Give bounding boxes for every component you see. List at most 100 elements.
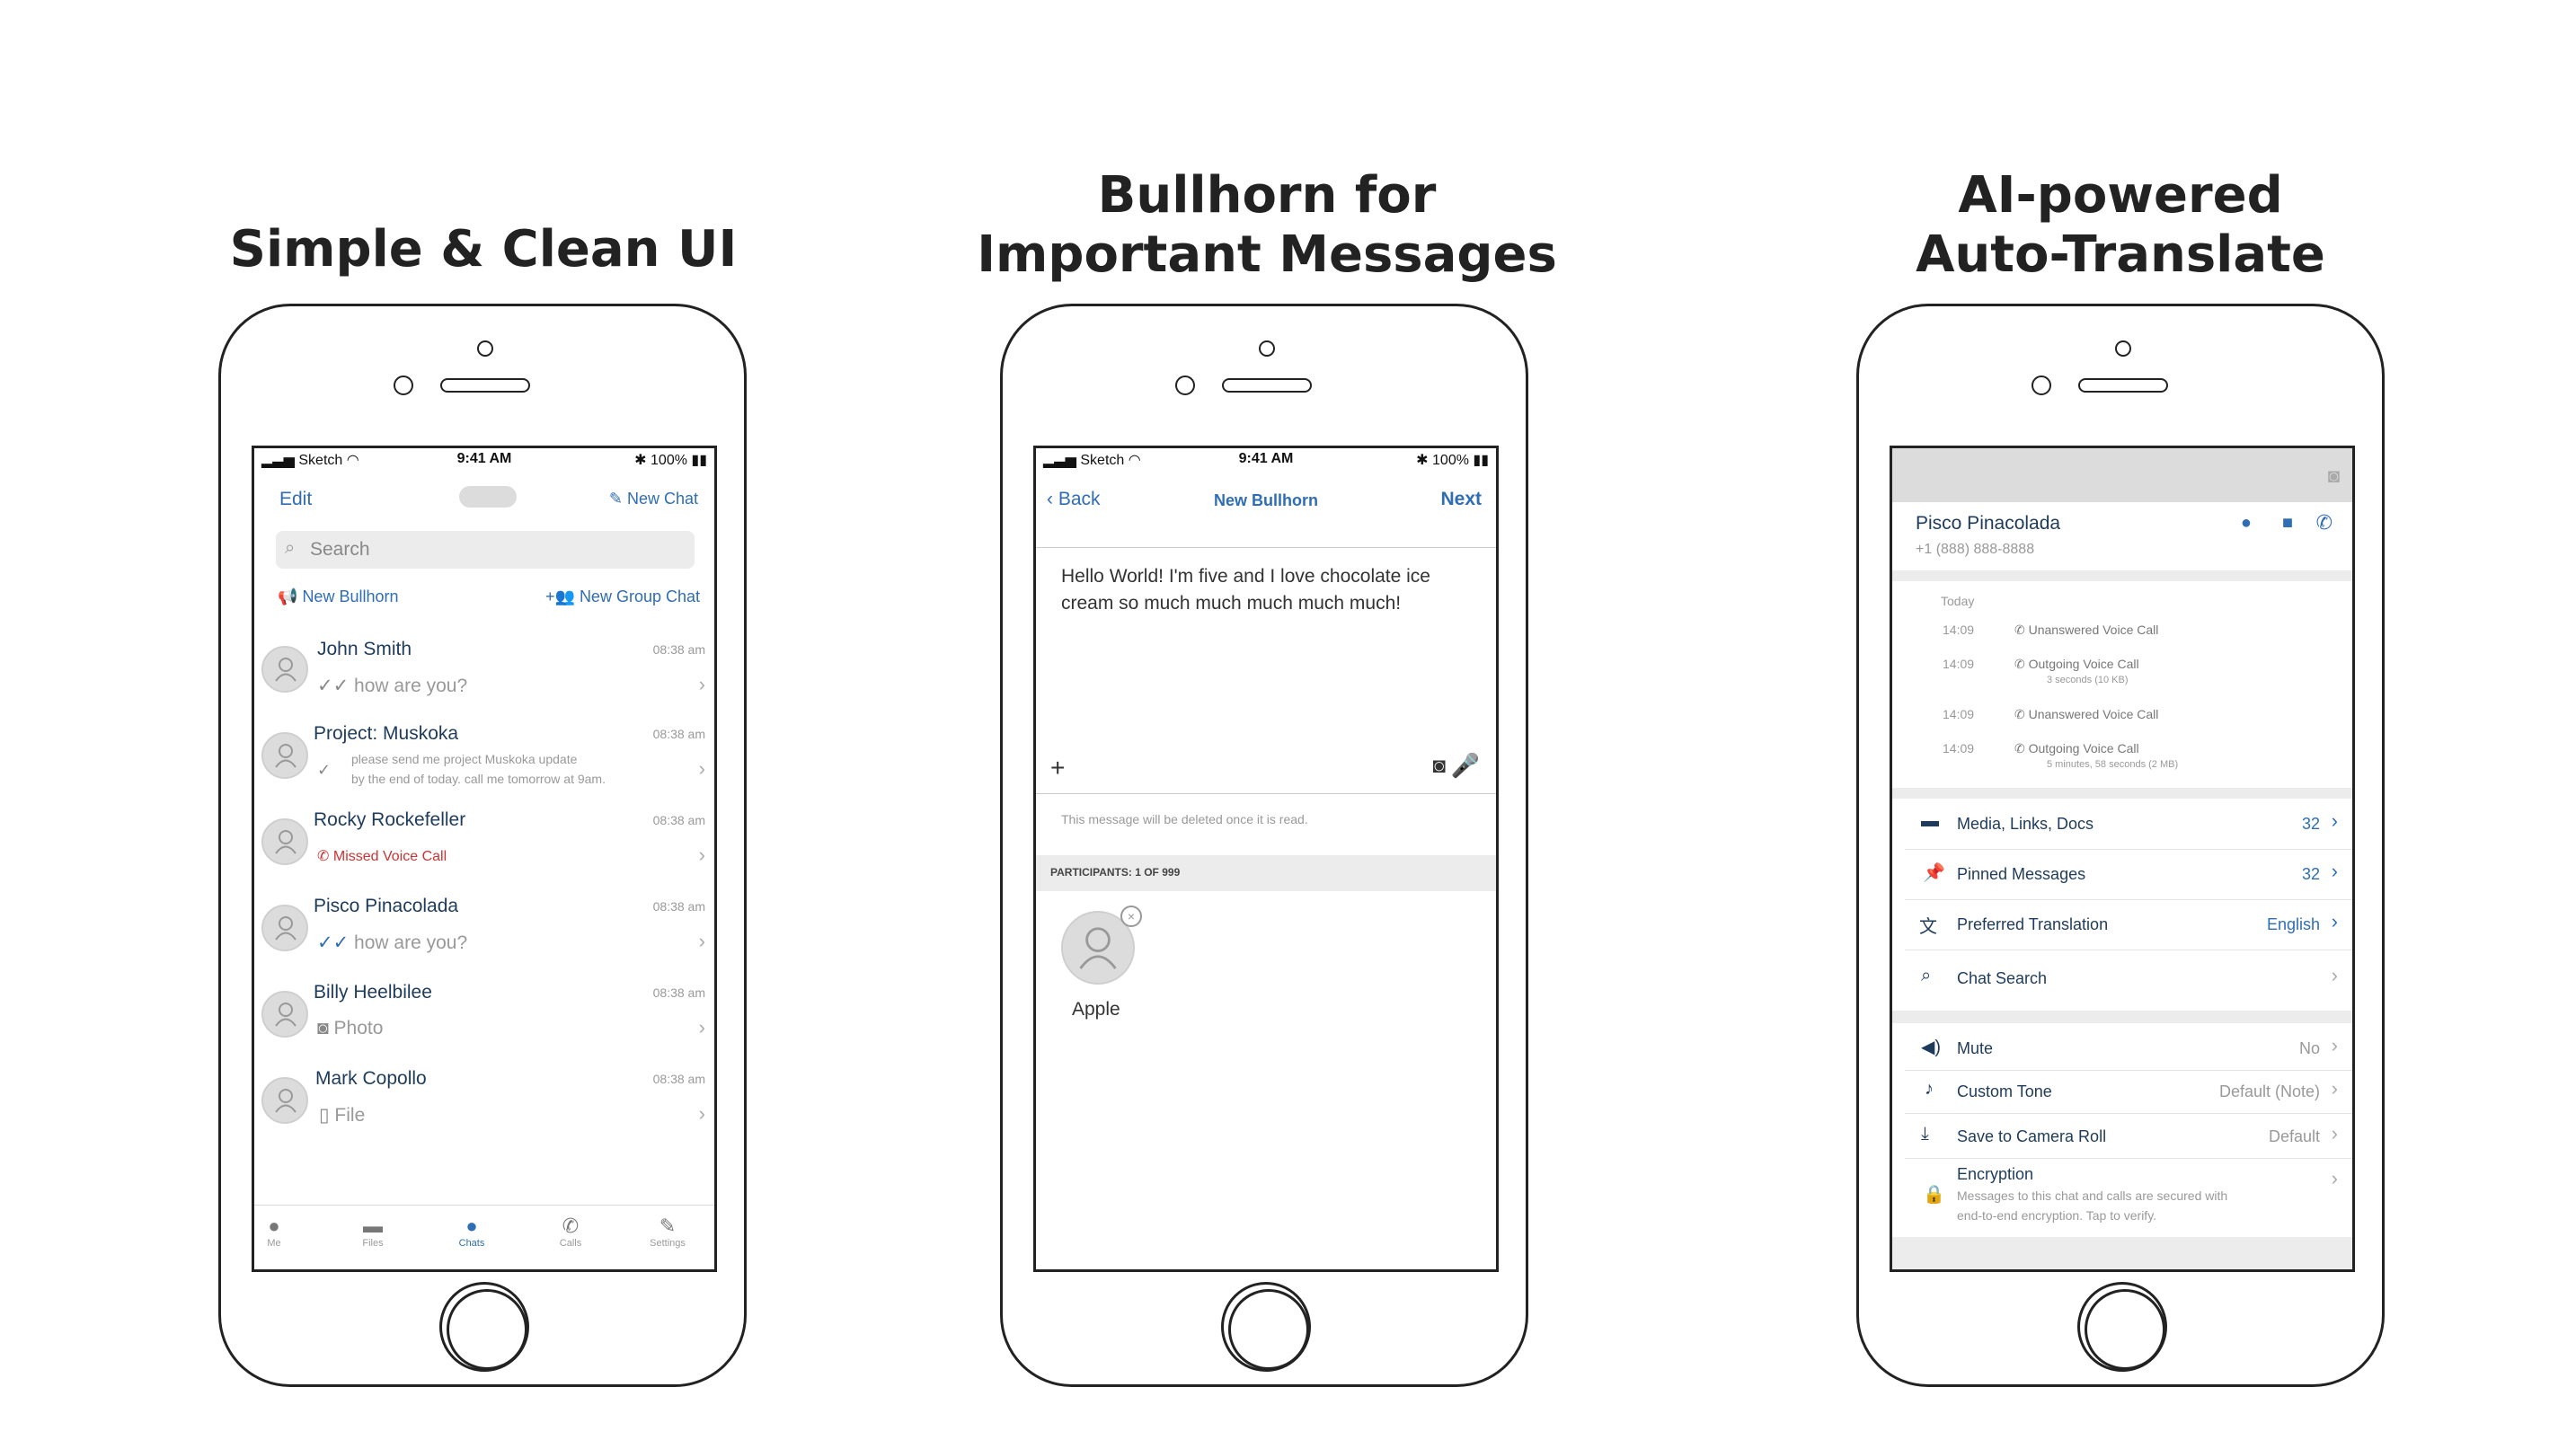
participant-apple[interactable]: × Apple: [1061, 906, 1142, 1037]
chat-preview: ✓✓ how are you?: [317, 932, 468, 953]
chat-row-mark-copollo[interactable]: Mark Copollo 08:38 am ▯ File ›: [254, 1059, 714, 1145]
chevron-right-icon: ›: [2331, 1122, 2338, 1144]
new-group-chat-button[interactable]: +👥 New Group Chat: [544, 588, 700, 605]
back-button[interactable]: ‹ Back: [1047, 489, 1101, 509]
screen-title: New Bullhorn: [1214, 491, 1318, 509]
header-divider: [1036, 547, 1496, 548]
row-value: No: [2298, 1039, 2320, 1057]
video-icon[interactable]: ■: [2281, 513, 2293, 533]
edit-button[interactable]: Edit: [279, 489, 313, 509]
phone-icon: ✆: [2014, 657, 2025, 671]
call-label: ✆ Unanswered Voice Call: [2014, 623, 2159, 637]
tab-calls[interactable]: ✆Calls: [535, 1215, 606, 1249]
home-button[interactable]: [2077, 1282, 2167, 1372]
call-history: Today 14:09 ✆ Unanswered Voice Call 14:0…: [1892, 581, 2352, 788]
camera-icon[interactable]: ◙: [1432, 754, 1447, 778]
divider: [1905, 1070, 2352, 1071]
pin-icon: 📌: [1923, 863, 1945, 883]
chevron-right-icon: ›: [698, 844, 705, 866]
next-button[interactable]: Next: [1440, 489, 1482, 509]
heading-bullhorn: Bullhorn for Important Messages: [970, 166, 1563, 285]
add-group-icon: +👥: [544, 588, 575, 605]
status-bar: ▂▃▅ Sketch ◠ 9:41 AM ✱ 100% ▮▮: [254, 448, 714, 468]
chat-bubble-icon: ●: [465, 1215, 478, 1237]
row-media-links-docs[interactable]: ▬ Media, Links, Docs 32 ›: [1892, 799, 2352, 849]
front-camera-icon: [477, 340, 493, 357]
avatar: [261, 905, 308, 951]
search-input[interactable]: Search: [310, 539, 370, 560]
divider: [1905, 849, 2352, 850]
chevron-right-icon: ›: [2331, 1167, 2338, 1189]
avatar: [261, 818, 308, 865]
wrench-icon: ✎: [659, 1215, 677, 1237]
new-chat-button[interactable]: ✎ New Chat: [608, 490, 698, 508]
compose-icon: ✎: [608, 490, 623, 508]
plus-icon[interactable]: +: [1050, 754, 1066, 782]
tab-me[interactable]: ●Me: [254, 1215, 310, 1249]
chat-row-pisco-pinacolada[interactable]: Pisco Pinacolada 08:38 am ✓✓ how are you…: [254, 887, 714, 973]
divider: [1905, 1113, 2352, 1114]
file-icon: ▯: [319, 1105, 330, 1126]
new-bullhorn-button[interactable]: 📢 New Bullhorn: [278, 588, 399, 605]
settings-group-2: ◀) Mute No › ♪ Custom Tone Default (Note…: [1892, 1023, 2352, 1237]
tab-files[interactable]: ▬Files: [337, 1215, 409, 1249]
chat-row-project-muskoka[interactable]: Project: Muskoka 08:38 am ✓ please send …: [254, 714, 714, 800]
chats-screen: ▂▃▅ Sketch ◠ 9:41 AM ✱ 100% ▮▮ Edit ✎ Ne…: [252, 446, 717, 1272]
heading-auto-translate-line2: Auto-Translate: [1916, 225, 2325, 284]
composer-divider: [1036, 793, 1496, 794]
chat-name: Billy Heelbilee: [314, 982, 432, 1003]
sensor-icon: [394, 376, 413, 395]
search-icon: ⌕: [285, 538, 296, 558]
mode-toggle[interactable]: [459, 486, 517, 508]
row-chat-search[interactable]: ⌕ Chat Search ›: [1892, 950, 2352, 1005]
phone-icon[interactable]: ✆: [2315, 511, 2333, 534]
chat-name: Mark Copollo: [315, 1068, 427, 1089]
tab-settings[interactable]: ✎Settings: [632, 1215, 704, 1249]
call-time: 14:09: [1943, 657, 1975, 671]
row-save-to-camera-roll[interactable]: ⤓ Save to Camera Roll Default ›: [1892, 1113, 2352, 1158]
remove-participant-icon[interactable]: ×: [1120, 906, 1142, 927]
row-preferred-translation[interactable]: 文 Preferred Translation English ›: [1892, 899, 2352, 950]
row-pinned-messages[interactable]: 📌 Pinned Messages 32 ›: [1892, 849, 2352, 899]
chat-time: 08:38 am: [652, 642, 705, 657]
row-value: English: [2266, 915, 2320, 933]
music-note-icon: ♪: [1925, 1079, 1934, 1099]
search-box[interactable]: ⌕ Search: [276, 531, 695, 569]
chat-name: Pisco Pinacolada: [314, 896, 459, 916]
chat-name: John Smith: [317, 639, 412, 659]
divider: [1905, 1158, 2352, 1159]
call-label: ✆ Unanswered Voice Call: [2014, 707, 2159, 721]
wifi-icon: ◠: [346, 453, 359, 468]
phone-contact-info: ◙ Pisco Pinacolada +1 (888) 888-8888 ● ■…: [1856, 304, 2385, 1387]
chevron-right-icon: ›: [698, 1102, 705, 1125]
row-mute[interactable]: ◀) Mute No ›: [1892, 1023, 2352, 1070]
today-label: Today: [1941, 594, 1975, 608]
call-detail: 5 minutes, 58 seconds (2 MB): [2047, 759, 2179, 770]
contact-header: Pisco Pinacolada +1 (888) 888-8888 ● ■ ✆: [1892, 502, 2352, 570]
chat-row-billy-heelbilee[interactable]: Billy Heelbilee 08:38 am ◙ Photo ›: [254, 973, 714, 1059]
call-label: ✆ Outgoing Voice Call: [2014, 741, 2139, 755]
row-encryption[interactable]: 🔒 Encryption Messages to this chat and c…: [1892, 1158, 2352, 1235]
microphone-icon[interactable]: 🎤: [1450, 752, 1480, 779]
status-battery: ✱ 100% ▮▮: [634, 453, 707, 468]
message-icon[interactable]: ●: [2240, 513, 2252, 533]
chat-time: 08:38 am: [652, 1072, 705, 1086]
heading-bullhorn-line2: Important Messages: [977, 225, 1557, 284]
status-time: 9:41 AM: [456, 451, 512, 466]
camera-icon: ◙: [317, 1018, 329, 1038]
chat-preview-line2: by the end of today. call me tomorrow at…: [351, 772, 606, 786]
home-button[interactable]: [1221, 1282, 1311, 1372]
search-icon: ⌕: [1921, 966, 1932, 985]
phone-chats: ▂▃▅ Sketch ◠ 9:41 AM ✱ 100% ▮▮ Edit ✎ Ne…: [218, 304, 747, 1387]
person-icon: ●: [268, 1215, 280, 1237]
camera-icon[interactable]: ◙: [2327, 464, 2340, 487]
speaker-grille: [1222, 378, 1312, 393]
message-input[interactable]: Hello World! I'm five and I love chocola…: [1061, 566, 1430, 614]
tab-chats[interactable]: ●Chats: [436, 1215, 508, 1249]
row-custom-tone[interactable]: ♪ Custom Tone Default (Note) ›: [1892, 1070, 2352, 1113]
chat-row-john-smith[interactable]: John Smith 08:38 am ✓✓ how are you? ›: [254, 628, 714, 714]
home-button[interactable]: [439, 1282, 529, 1372]
chat-name: Project: Muskoka: [314, 723, 459, 744]
chat-row-rocky-rockefeller[interactable]: Rocky Rockefeller 08:38 am ✆ Missed Voic…: [254, 800, 714, 887]
participant-name: Apple: [1072, 999, 1120, 1020]
